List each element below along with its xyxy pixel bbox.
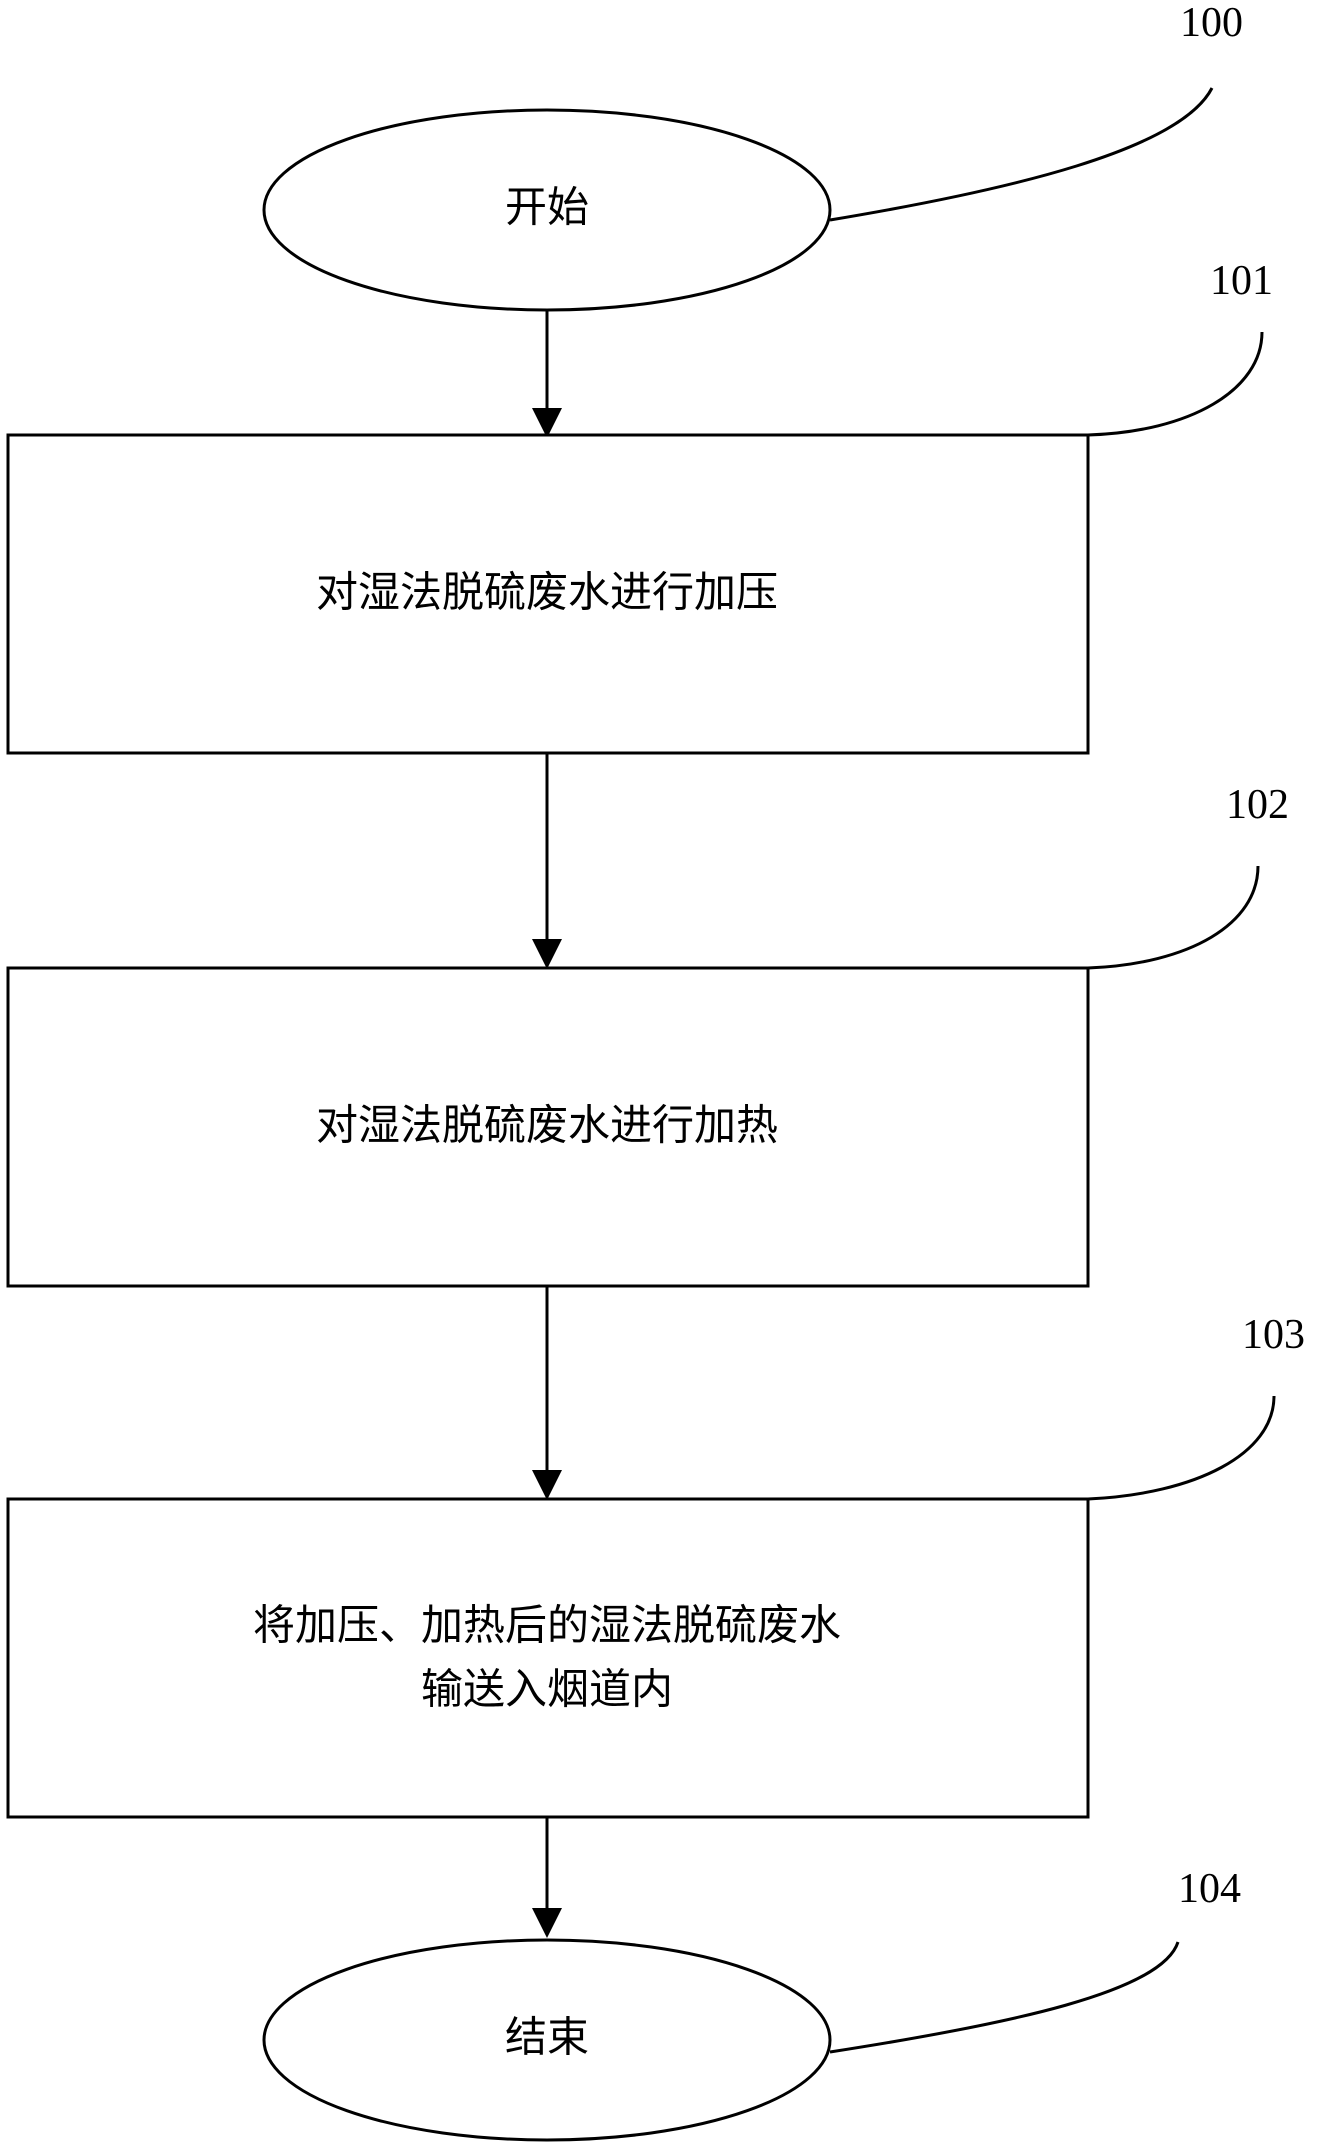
- leader-101: [1087, 331, 1264, 437]
- leader-103: [1087, 1395, 1276, 1501]
- step1-label: 对湿法脱硫废水进行加压: [316, 568, 778, 617]
- node-end: 结束: [262, 1938, 832, 2142]
- leader-102: [1087, 865, 1260, 970]
- ref-102: 102: [1226, 782, 1289, 828]
- node-step1: 对湿法脱硫废水进行加压: [6, 433, 1090, 755]
- node-start: 开始: [262, 108, 832, 312]
- node-step3: 将加压、加热后的湿法脱硫废水 输送入烟道内: [6, 1497, 1090, 1819]
- end-label: 结束: [505, 2013, 589, 2062]
- start-ellipse: [262, 108, 832, 312]
- start-label: 开始: [505, 183, 589, 232]
- end-ellipse: [262, 1938, 832, 2142]
- step3-box: [6, 1497, 1090, 1819]
- step1-box: [6, 433, 1090, 755]
- reference-numerals: 100 101 102 103 104: [1178, 0, 1305, 1912]
- step2-box: [6, 966, 1090, 1288]
- reference-leaders: [829, 87, 1276, 2054]
- leader-104: [829, 1941, 1180, 2054]
- step3-label-line2: 输送入烟道内: [421, 1665, 673, 1714]
- ref-103: 103: [1242, 1312, 1305, 1358]
- step3-label-line1: 将加压、加热后的湿法脱硫废水: [253, 1601, 841, 1650]
- leader-100: [829, 87, 1214, 222]
- ref-104: 104: [1178, 1866, 1241, 1912]
- ref-101: 101: [1210, 258, 1273, 304]
- ref-100: 100: [1180, 0, 1243, 46]
- node-step2: 对湿法脱硫废水进行加热: [6, 966, 1090, 1288]
- step2-label: 对湿法脱硫废水进行加热: [316, 1101, 778, 1150]
